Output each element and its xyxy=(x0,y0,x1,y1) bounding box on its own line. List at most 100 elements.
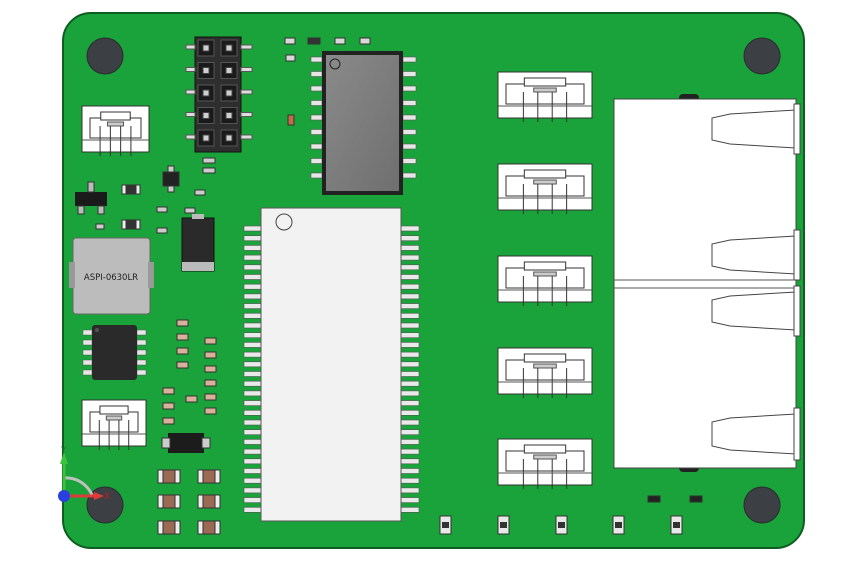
qfn-pin xyxy=(82,339,93,346)
tsop-pin xyxy=(400,419,420,426)
tsop-pin xyxy=(243,254,262,261)
tsop-pin xyxy=(243,235,262,241)
tsop-pin xyxy=(243,274,262,280)
connector-right-5[interactable] xyxy=(497,438,593,489)
qfn-pin xyxy=(82,359,93,366)
tsop-pin xyxy=(400,506,420,513)
transistor-sot23 xyxy=(75,181,107,215)
tsop-pin xyxy=(400,458,420,465)
tsop-pin xyxy=(243,506,262,513)
tsop-pin xyxy=(243,468,262,474)
connector-left-top[interactable] xyxy=(81,105,150,156)
ic-top-soic[interactable] xyxy=(310,51,417,195)
tsop-pin xyxy=(243,351,262,358)
tsop-pin xyxy=(400,225,420,232)
tsop-pin xyxy=(243,332,262,339)
tsop-pin xyxy=(400,497,420,503)
tsop-pin xyxy=(400,342,420,348)
diode-bottom xyxy=(161,433,211,453)
soic-pin xyxy=(402,100,417,106)
soic-pin xyxy=(402,56,417,63)
soic-pin xyxy=(402,158,417,164)
tsop-pin xyxy=(400,409,420,416)
resistor xyxy=(176,333,189,341)
tsop-pin xyxy=(243,225,262,232)
resistor xyxy=(204,393,217,401)
tsop-pin xyxy=(243,361,262,368)
tsop-pin xyxy=(243,303,262,309)
connector-right-2[interactable] xyxy=(497,163,593,214)
resistor xyxy=(204,337,217,345)
inductor-aspi[interactable]: ASPI-0630LR xyxy=(69,237,154,315)
tsop-pin xyxy=(400,487,420,494)
tsop-pin xyxy=(400,283,420,290)
tsop-pin xyxy=(400,390,420,397)
soic-pin xyxy=(402,114,417,121)
rj45-latch xyxy=(711,235,797,275)
rj45-latch xyxy=(711,109,797,149)
qfn-pin xyxy=(136,339,147,346)
resistor xyxy=(176,347,189,355)
rj45-jack-block[interactable] xyxy=(613,94,801,472)
soic-pin xyxy=(310,85,323,92)
tsop-pin xyxy=(400,429,420,436)
led xyxy=(670,515,683,535)
pin-header-2x5[interactable] xyxy=(185,36,253,153)
y-axis-label: Y xyxy=(60,446,67,456)
resistor xyxy=(162,417,175,425)
soic-pin xyxy=(310,172,323,179)
qfn-pin xyxy=(136,349,147,356)
soic-pin xyxy=(402,129,417,135)
connector-right-4[interactable] xyxy=(497,347,593,398)
soic-pin xyxy=(402,143,417,150)
x-axis-label: X xyxy=(104,492,110,502)
tsop-pin xyxy=(400,468,420,474)
tsop-pin xyxy=(400,274,420,280)
capacitor xyxy=(197,469,221,484)
tsop-pin xyxy=(400,254,420,261)
qfn-pin xyxy=(136,359,147,366)
tsop-pin xyxy=(400,400,420,406)
rj45-latch xyxy=(711,291,797,331)
ic-main-tsop[interactable] xyxy=(243,207,420,522)
mounting-hole-top-right xyxy=(743,37,781,75)
connector-right-1[interactable] xyxy=(497,71,593,122)
resistor xyxy=(176,319,189,327)
connector-left-bottom[interactable] xyxy=(81,399,147,450)
tsop-pin xyxy=(400,371,420,377)
capacitors-bottom-left xyxy=(157,469,221,535)
tsop-pin xyxy=(400,303,420,309)
tantalum-capacitor xyxy=(181,214,215,272)
tsop-pin xyxy=(400,351,420,358)
led xyxy=(439,515,452,535)
led-row-bottom xyxy=(439,515,683,535)
mounting-hole-top-left xyxy=(86,37,124,75)
capacitor xyxy=(157,494,181,509)
tsop-pin xyxy=(243,264,262,271)
soic-pin xyxy=(310,56,323,63)
tsop-pin xyxy=(400,380,420,387)
capacitor xyxy=(197,520,221,535)
tsop-pin xyxy=(400,293,420,300)
tsop-pin xyxy=(400,312,420,319)
resistor xyxy=(204,365,217,373)
tsop-pin xyxy=(400,361,420,368)
tsop-pin xyxy=(400,448,420,455)
soic-pin xyxy=(310,100,323,106)
soic-pin xyxy=(310,114,323,121)
tsop-pin xyxy=(243,419,262,426)
led xyxy=(497,515,510,535)
resistor xyxy=(185,395,198,403)
tsop-pin xyxy=(400,477,420,484)
ic-qfn[interactable] xyxy=(82,325,147,380)
tsop-pin xyxy=(243,380,262,387)
tsop-pin xyxy=(243,497,262,503)
tsop-pin xyxy=(243,312,262,319)
tsop-pin xyxy=(400,264,420,271)
resistor xyxy=(162,402,175,410)
left-small-components xyxy=(95,157,216,234)
connector-right-3[interactable] xyxy=(497,255,593,306)
led xyxy=(612,515,625,535)
